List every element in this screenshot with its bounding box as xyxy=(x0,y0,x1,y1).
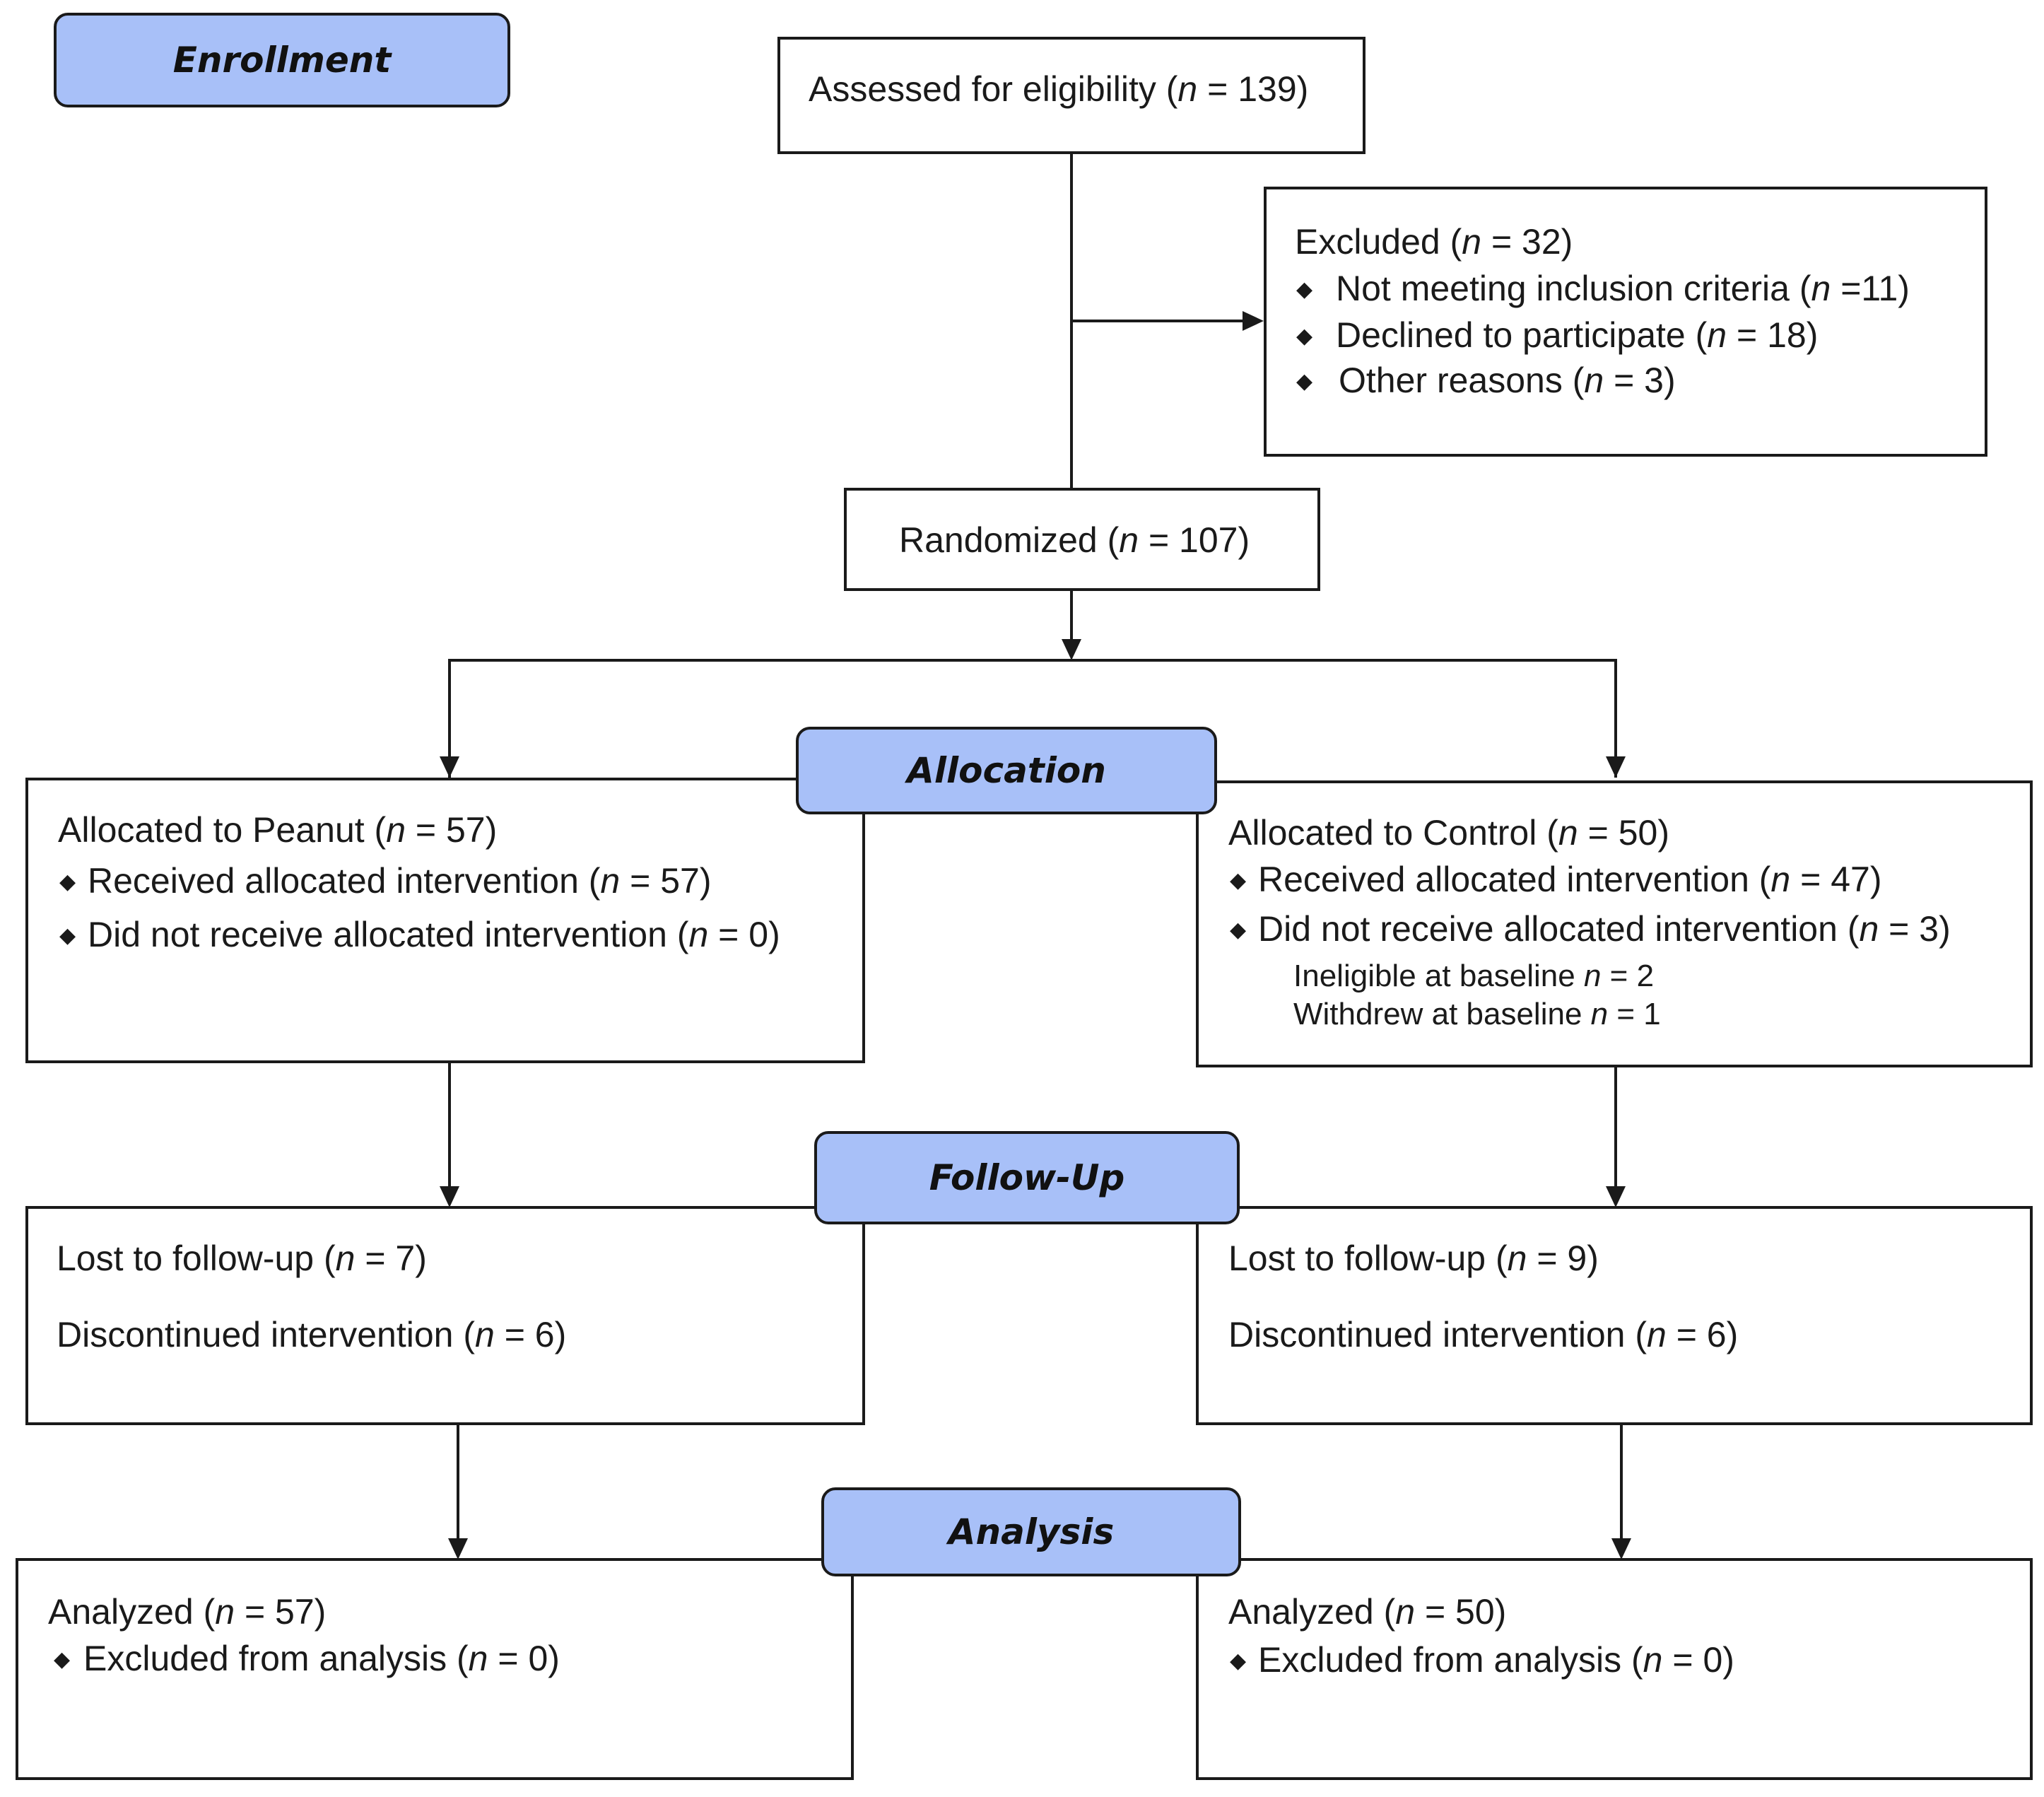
arrowhead-excluded xyxy=(1243,311,1264,331)
peanut-followup-box: Lost to follow-up (n = 7) Discontinued i… xyxy=(25,1206,865,1425)
peanut-lost: Lost to follow-up (n = 7) xyxy=(57,1239,427,1278)
bullet-icon: ◆ xyxy=(1230,918,1247,942)
bullet-icon: ◆ xyxy=(1296,370,1313,393)
control-excluded-analysis: Excluded from analysis (n = 0) xyxy=(1258,1640,1734,1680)
bullet-icon: ◆ xyxy=(59,870,76,894)
excluded-title: Excluded (n = 32) xyxy=(1295,222,1573,262)
excluded-item: Not meeting inclusion criteria (n =11) xyxy=(1336,269,1910,308)
control-followup-box: Lost to follow-up (n = 9) Discontinued i… xyxy=(1196,1206,2033,1425)
control-discontinued: Discontinued intervention (n = 6) xyxy=(1228,1315,1739,1354)
arrowhead-control-alloc xyxy=(1606,756,1626,778)
bullet-icon: ◆ xyxy=(59,924,76,947)
control-analysis-box: Analyzed (n = 50) ◆ Excluded from analys… xyxy=(1196,1558,2033,1780)
arrowhead-randomized xyxy=(1062,639,1081,660)
arrowhead-peanut-analysis xyxy=(448,1538,468,1559)
control-received: Received allocated intervention (n = 47) xyxy=(1258,860,1882,899)
bullet-icon: ◆ xyxy=(1230,1649,1247,1673)
stage-analysis: Analysis xyxy=(821,1487,1241,1576)
control-lost: Lost to follow-up (n = 9) xyxy=(1228,1239,1599,1278)
peanut-excluded-analysis: Excluded from analysis (n = 0) xyxy=(83,1639,560,1678)
peanut-analyzed: Analyzed (n = 57) xyxy=(48,1592,327,1632)
peanut-not-received: Did not receive allocated intervention (… xyxy=(88,915,780,954)
stage-enrollment: Enrollment xyxy=(54,13,510,107)
bullet-icon: ◆ xyxy=(1296,278,1313,301)
control-ineligible: Ineligible at baseline n = 2 xyxy=(1293,959,1655,993)
control-allocated: Allocated to Control (n = 50) xyxy=(1228,813,1669,853)
control-allocation-box: Allocated to Control (n = 50) ◆ Received… xyxy=(1196,780,2033,1067)
stage-allocation: Allocation xyxy=(796,727,1217,814)
arrowhead-control-followup xyxy=(1606,1186,1626,1207)
assessed-box: Assessed for eligibility (n = 139) xyxy=(777,37,1365,154)
bullet-icon: ◆ xyxy=(1230,869,1247,892)
stage-follow-up: Follow-Up xyxy=(814,1131,1240,1224)
assessed-text: Assessed for eligibility (n = 139) xyxy=(809,69,1309,109)
peanut-received: Received allocated intervention (n = 57) xyxy=(88,861,712,901)
control-analyzed: Analyzed (n = 50) xyxy=(1228,1592,1507,1632)
peanut-allocation-box: Allocated to Peanut (n = 57) ◆ Received … xyxy=(25,778,865,1063)
line-split xyxy=(448,659,1617,778)
arrowhead-peanut-followup xyxy=(440,1186,459,1207)
bullet-icon: ◆ xyxy=(1296,324,1313,348)
peanut-discontinued: Discontinued intervention (n = 6) xyxy=(57,1315,567,1354)
randomized-text: Randomized (n = 107) xyxy=(899,520,1250,560)
arrowhead-control-analysis xyxy=(1611,1538,1631,1559)
peanut-allocated: Allocated to Peanut (n = 57) xyxy=(58,810,498,850)
arrowhead-peanut-alloc xyxy=(440,756,459,778)
randomized-box: Randomized (n = 107) xyxy=(844,488,1320,591)
bullet-icon: ◆ xyxy=(54,1648,71,1671)
excluded-item: Other reasons (n = 3) xyxy=(1339,361,1676,400)
excluded-item: Declined to participate (n = 18) xyxy=(1336,315,1819,355)
control-withdrew: Withdrew at baseline n = 1 xyxy=(1293,997,1661,1031)
control-not-received: Did not receive allocated intervention (… xyxy=(1258,909,1951,949)
excluded-box: Excluded (n = 32) ◆ Not meeting inclusio… xyxy=(1264,187,1987,457)
peanut-analysis-box: Analyzed (n = 57) ◆ Excluded from analys… xyxy=(16,1558,854,1780)
